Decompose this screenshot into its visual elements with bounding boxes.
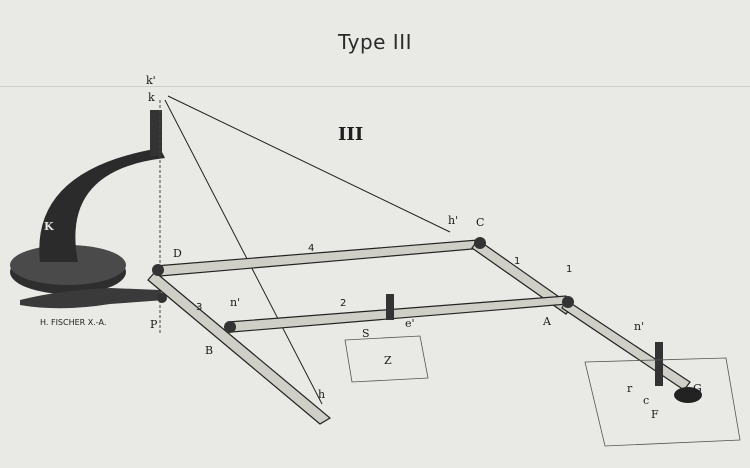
label-k-prime: k' — [146, 74, 156, 87]
label-B: B — [205, 344, 213, 357]
tracer-handle — [674, 387, 702, 403]
label-c: c — [643, 394, 649, 407]
label-P: P — [150, 318, 158, 331]
label-bar-1b: 1 — [566, 264, 572, 275]
bar-2 — [227, 295, 569, 333]
label-K: K — [44, 220, 54, 233]
label-n-prime-right: n' — [634, 320, 644, 333]
cord-to-h-prime — [167, 95, 451, 233]
bar-1 — [471, 239, 573, 315]
pivot-B — [224, 321, 236, 333]
label-h-prime: h' — [448, 214, 458, 227]
label-bar-2: 2 — [340, 298, 346, 309]
label-k: k — [148, 91, 155, 104]
label-n-prime-left: n' — [230, 296, 240, 309]
original-sheet — [584, 357, 741, 447]
paper-fold-line — [0, 86, 750, 87]
bar-3 — [147, 271, 332, 425]
label-Z: Z — [384, 354, 392, 367]
label-D: D — [173, 247, 182, 260]
label-h: h — [318, 388, 325, 401]
label-r: r — [627, 382, 633, 395]
pivot-P — [157, 293, 167, 303]
maker-mark: H. FISCHER X.-A. — [40, 318, 106, 327]
tracer-post — [655, 342, 663, 386]
plate-numeral: III — [338, 124, 364, 145]
pivot-A — [562, 296, 574, 308]
cord-to-h — [164, 99, 323, 405]
label-F: F — [651, 408, 659, 421]
label-C: C — [476, 216, 484, 229]
label-A: A — [542, 315, 552, 328]
stand-base-top — [10, 245, 126, 285]
plate-title: Type III — [338, 30, 412, 54]
label-bar-3: 3 — [196, 302, 202, 313]
pivot-C — [474, 237, 486, 249]
bar-tracer — [561, 299, 691, 391]
base-arm — [20, 288, 165, 309]
label-S: S — [362, 327, 370, 340]
bar-4 — [154, 239, 486, 277]
label-G: G — [693, 382, 702, 395]
stand-arch — [39, 148, 165, 262]
pivot-D — [152, 264, 164, 276]
stand-post — [150, 110, 162, 156]
pencil-holder — [386, 294, 394, 320]
label-bar-4: 4 — [308, 243, 314, 254]
label-bar-1: 1 — [514, 256, 520, 267]
copy-sheet — [344, 335, 429, 383]
label-e-prime: e' — [405, 317, 415, 330]
